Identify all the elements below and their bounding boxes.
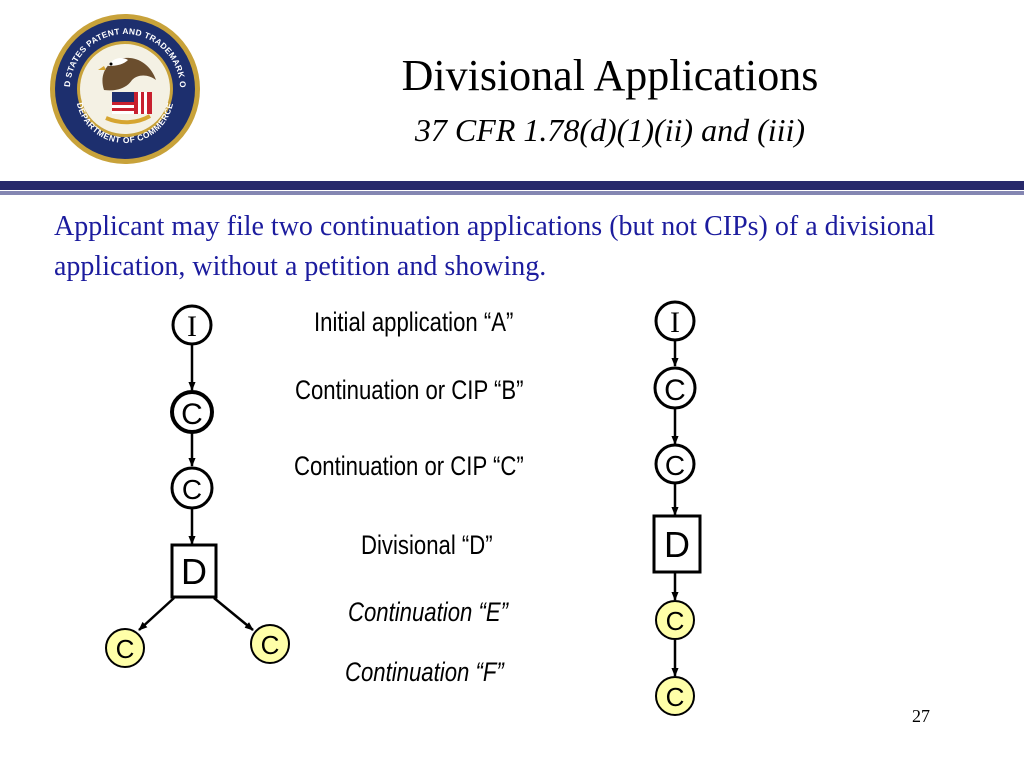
svg-text:D: D	[181, 551, 207, 592]
svg-text:C: C	[664, 374, 686, 407]
label-divisional-d: Divisional “D”	[361, 530, 493, 560]
arrow-d-to-f	[213, 597, 254, 631]
left-node-divisional: D	[170, 543, 218, 599]
svg-text:I: I	[670, 306, 680, 339]
right-node-cont-c: C	[654, 443, 696, 485]
left-node-cont-c: C	[170, 466, 214, 510]
label-continuation-e: Continuation “E”	[348, 597, 508, 627]
arrow-d-to-e	[138, 597, 175, 631]
label-continuation-c: Continuation or CIP “C”	[294, 451, 524, 481]
right-node-initial: I	[654, 300, 696, 342]
svg-text:C: C	[666, 682, 685, 712]
right-node-cont-b: C	[653, 366, 697, 410]
slide-title: Divisional Applications	[401, 51, 819, 100]
header-rule-light	[0, 191, 1024, 195]
svg-text:D: D	[664, 524, 690, 565]
svg-text:C: C	[182, 474, 202, 505]
header-rule-dark	[0, 181, 1024, 190]
label-initial-application: Initial application “A”	[314, 307, 514, 337]
left-tree-connectors	[138, 345, 254, 631]
label-continuation-f: Continuation “F”	[345, 657, 504, 687]
right-node-divisional: D	[652, 514, 702, 574]
svg-text:C: C	[665, 450, 685, 481]
arrows-icon	[105, 114, 151, 125]
svg-text:I: I	[187, 310, 197, 343]
eagle-icon	[98, 57, 156, 91]
left-node-cont-b: C	[170, 390, 214, 434]
uspto-seal-logo: UNITED STATES PATENT AND TRADEMARK OFFIC…	[48, 12, 200, 164]
left-node-initial: I	[171, 304, 213, 346]
label-continuation-b: Continuation or CIP “B”	[295, 375, 524, 405]
right-node-cont-e: C	[655, 600, 695, 640]
svg-text:C: C	[261, 630, 280, 660]
slide-subtitle: 37 CFR 1.78(d)(1)(ii) and (iii)	[414, 112, 806, 148]
body-text: Applicant may file two continuation appl…	[54, 211, 936, 282]
shield-icon	[112, 92, 152, 114]
left-node-cont-e: C	[105, 628, 145, 668]
svg-text:C: C	[666, 606, 685, 636]
left-node-cont-f: C	[250, 624, 290, 664]
right-node-cont-f: C	[655, 676, 695, 716]
svg-text:C: C	[116, 634, 135, 664]
svg-text:C: C	[181, 398, 203, 431]
page-number: 27	[912, 706, 930, 726]
